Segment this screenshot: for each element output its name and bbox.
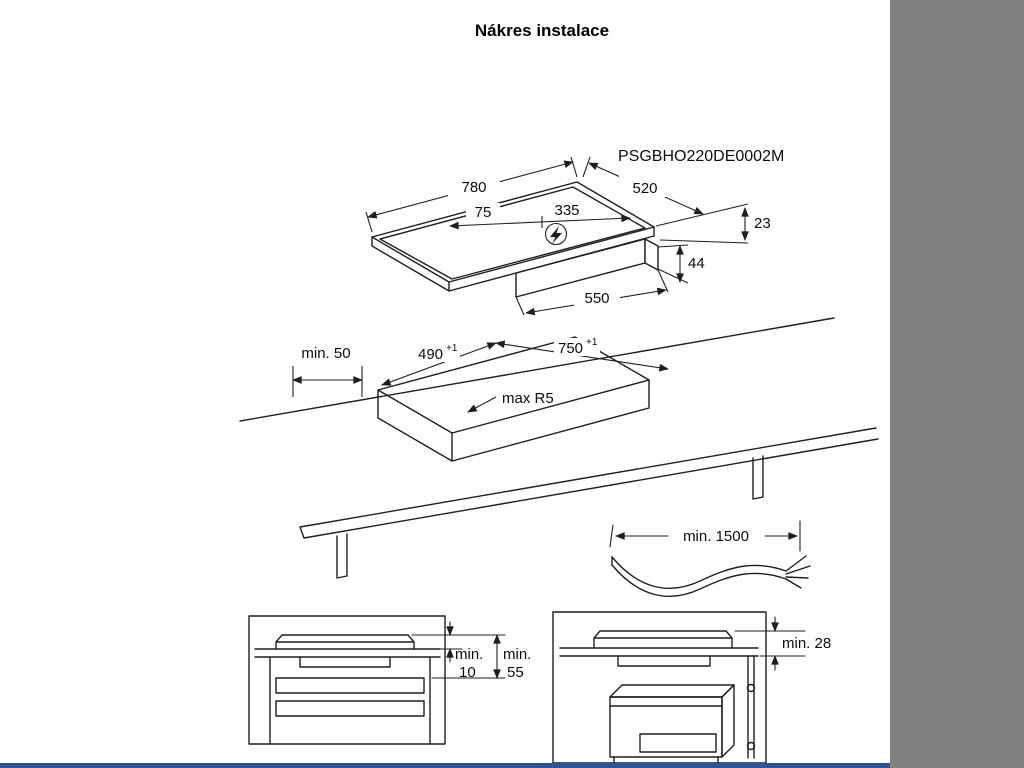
side-panel [890, 0, 1024, 768]
drawer-clearance-dimensions [411, 621, 506, 679]
cutout-dimensions: min. 50 490 +1 750 +1 max R5 [292, 337, 669, 413]
cable-dimension [609, 520, 801, 552]
detail-oven-clearance: min. 28 [552, 611, 831, 764]
dim-connection-left: 75 [475, 204, 492, 221]
hob-isometric [371, 181, 659, 298]
dim-oven-gap: min. 28 [782, 635, 831, 652]
dim-drawer-gap-value: 10 [459, 664, 476, 681]
bottom-accent-bar [0, 763, 890, 768]
dim-cutout-width: 750 [558, 340, 583, 357]
dim-rear-clearance: min. 50 [301, 345, 350, 362]
dim-cutout-depth: 490 [418, 346, 443, 363]
corner-radius-label: max R5 [502, 390, 554, 407]
hob-dimensions: 780 520 75 335 23 44 [365, 156, 771, 316]
power-connection-icon [544, 222, 568, 246]
dim-connection-right: 335 [554, 202, 579, 219]
dim-worktop-thickness-value: 55 [507, 664, 524, 681]
oven [609, 684, 735, 763]
detail-drawer-clearance: min. 10 min. 55 [248, 615, 531, 745]
page-title: Nákres instalace [474, 21, 610, 40]
power-cable: min. 1500 [609, 520, 811, 597]
dim-hob-height: 23 [754, 215, 771, 232]
oven-clearance-dimension [734, 616, 806, 671]
dim-hob-depth: 520 [632, 180, 657, 197]
dim-cable-length: min. 1500 [683, 528, 749, 545]
dim-worktop-thickness-label: min. [503, 646, 531, 663]
dim-casing-width: 550 [584, 290, 609, 307]
cable-wire-ends [785, 555, 811, 589]
dim-casing-height: 44 [688, 255, 705, 272]
dim-hob-width: 780 [461, 179, 486, 196]
dim-cutout-depth-tolerance: +1 [446, 343, 458, 354]
drawing-code: PSGBHO220DE0002M [618, 148, 784, 165]
dim-drawer-gap-label: min. [455, 646, 483, 663]
dim-cutout-width-tolerance: +1 [586, 337, 598, 348]
